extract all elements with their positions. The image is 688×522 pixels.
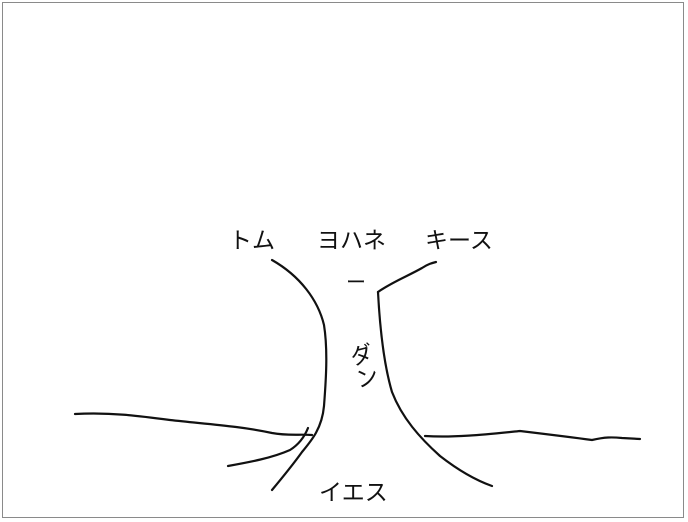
label-tom: トム — [229, 228, 275, 254]
keith-branch — [376, 260, 438, 294]
root-left — [226, 426, 310, 468]
label-iesu: イエス — [319, 480, 388, 506]
trunk-left-edge — [270, 258, 328, 492]
label-keith: キース — [425, 228, 493, 254]
label-bar: ー — [346, 270, 366, 294]
trunk-right-edge — [376, 290, 494, 488]
label-yohane: ヨハネ — [317, 228, 386, 254]
ground-line-left — [73, 412, 314, 437]
slide-frame — [2, 2, 684, 518]
ground-line-right — [423, 429, 642, 442]
